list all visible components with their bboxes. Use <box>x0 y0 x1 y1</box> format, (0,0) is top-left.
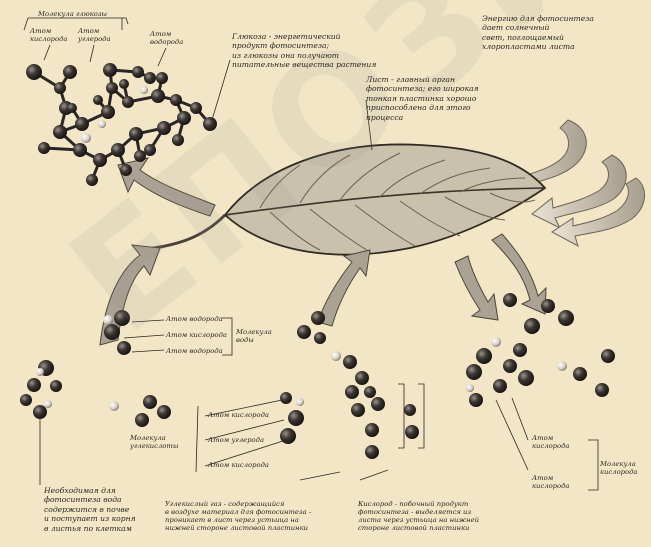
label-water-o: Атом кислорода <box>166 331 227 339</box>
oxygen-arrow-1 <box>455 256 498 320</box>
label-water-h1: Атом водорода <box>166 315 223 323</box>
label-oxygen-desc: Кислород - побочный продукт фотосинтеза … <box>358 500 479 532</box>
label-co2-desc: Углекислый газ - содержащийся в воздухе … <box>165 500 311 532</box>
label-water-molecule: Молекула воды <box>236 328 272 344</box>
label-co2-o2: Атом кислорода <box>208 461 269 469</box>
label-atom-carbon-top: Атом углерода <box>78 27 111 43</box>
label-co2-c: Атом углерода <box>208 436 264 444</box>
label-atom-oxygen-top: Атом кислорода <box>30 27 67 43</box>
co2-arrow <box>318 250 370 326</box>
label-water-h2: Атом водорода <box>166 347 223 355</box>
label-atom-hydrogen-top: Атом водорода <box>150 30 183 46</box>
oxygen-arrow-2 <box>492 234 546 314</box>
label-leaf-desc: Лист - главный орган фотосинтеза; его ши… <box>366 75 479 122</box>
label-co2-o1: Атом кислорода <box>208 411 269 419</box>
label-co2-molecule: Молекула углекислоты <box>130 434 178 450</box>
label-o2-atom1: Атом кислорода <box>532 434 569 450</box>
label-energy-desc: Энергию для фотосинтеза дает солнечный с… <box>482 14 594 52</box>
label-o2-atom2: Атом кислорода <box>532 474 569 490</box>
label-o2-molecule: Молекула кислорода <box>600 460 637 476</box>
label-glucose-desc: Глюкоза - энергетический продукт фотосин… <box>232 32 376 70</box>
label-water-desc: Необходимая для фотосинтеза вода содержи… <box>44 486 136 533</box>
label-glucose-molecule: Молекула глюкозы <box>38 10 107 18</box>
